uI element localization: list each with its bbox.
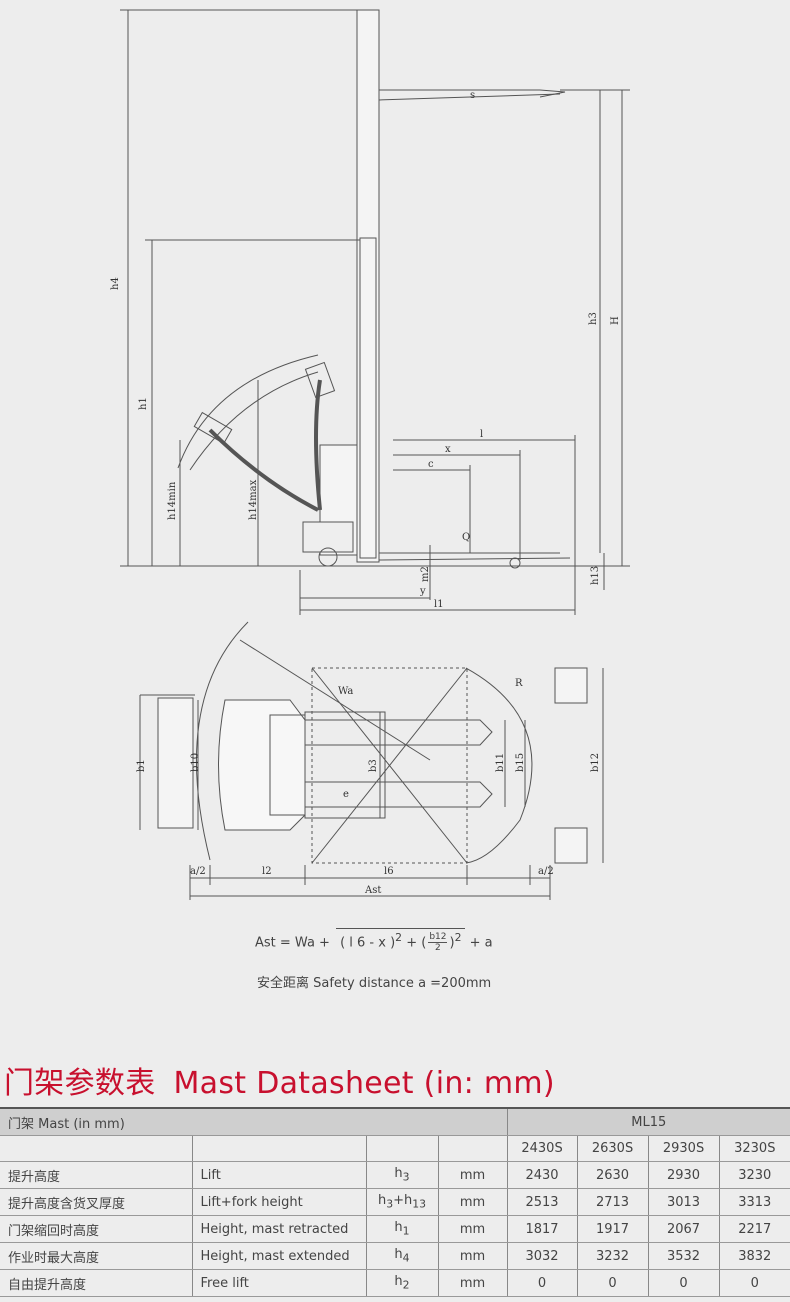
dim-l: l xyxy=(480,429,483,440)
model-col-3: 2930S xyxy=(648,1135,720,1162)
dim-h1: h1 xyxy=(138,397,149,410)
title-cn: 门架参数表 xyxy=(4,1066,156,1101)
row-unit: mm xyxy=(438,1161,508,1189)
model-col-1: 2430S xyxy=(507,1135,578,1162)
row-value: 0 xyxy=(719,1269,790,1297)
row-symbol: h1 xyxy=(366,1215,439,1243)
row-en: Height, mast retracted xyxy=(192,1215,367,1243)
row-value: 3232 xyxy=(577,1242,649,1270)
dim-h14min: h14min xyxy=(167,481,178,520)
header-model: ML15 xyxy=(507,1107,790,1136)
row-value: 3013 xyxy=(648,1188,720,1216)
dim-h3: h3 xyxy=(588,312,599,325)
dim-b11: b11 xyxy=(495,753,506,772)
technical-drawing: h4 h1 h14min h14max h3 H l x c Q s m2 y … xyxy=(110,9,630,900)
row-value: 3032 xyxy=(507,1242,578,1270)
dim-l1: l1 xyxy=(434,599,444,610)
dim-b15: b15 xyxy=(515,753,526,772)
dim-c: c xyxy=(428,459,434,470)
dim-b12: b12 xyxy=(590,753,601,772)
model-col-2: 2630S xyxy=(577,1135,649,1162)
dim-Q: Q xyxy=(462,532,470,543)
row-unit: mm xyxy=(438,1215,508,1243)
row-cn: 门架缩回时高度 xyxy=(0,1215,193,1243)
formula-square-1: 2 xyxy=(395,931,403,944)
row-value: 2067 xyxy=(648,1215,720,1243)
dim-y: y xyxy=(419,586,426,597)
title-en: Mast Datasheet (in: mm) xyxy=(173,1066,555,1101)
row-cn: 作业时最大高度 xyxy=(0,1242,193,1270)
row-unit: mm xyxy=(438,1188,508,1216)
table-subheader-row: 2430S 2630S 2930S 3230S xyxy=(0,1135,790,1162)
row-symbol: h2 xyxy=(366,1269,439,1297)
row-value: 2713 xyxy=(577,1188,649,1216)
model-col-4: 3230S xyxy=(719,1135,790,1162)
dim-h14max: h14max xyxy=(248,479,259,520)
dim-h13: h13 xyxy=(590,566,601,585)
table-row: 提升高度 Lift h3 mm 2430 2630 2930 3230 xyxy=(0,1161,790,1189)
dim-x: x xyxy=(445,444,451,455)
dim-Ast: Ast xyxy=(364,885,381,896)
row-symbol: h3+h13 xyxy=(366,1188,439,1216)
dim-l6: l6 xyxy=(384,866,394,877)
dim-H: H xyxy=(610,316,621,325)
row-cn: 自由提升高度 xyxy=(0,1269,193,1297)
dim-b1: b1 xyxy=(136,759,147,772)
row-value: 0 xyxy=(577,1269,649,1297)
row-value: 3313 xyxy=(719,1188,790,1216)
row-value: 2513 xyxy=(507,1188,578,1216)
formula-plus: + xyxy=(406,935,418,951)
table-row: 提升高度含货叉厚度 Lift+fork height h3+h13 mm 251… xyxy=(0,1188,790,1216)
row-symbol: h3 xyxy=(366,1161,439,1189)
row-value: 2630 xyxy=(577,1161,649,1189)
row-en: Lift xyxy=(192,1161,367,1189)
row-cn: 提升高度 xyxy=(0,1161,193,1189)
row-en: Height, mast extended xyxy=(192,1242,367,1270)
row-value: 2930 xyxy=(648,1161,720,1189)
dim-Wa: Wa xyxy=(338,686,353,697)
row-value: 0 xyxy=(507,1269,578,1297)
dim-l2: l2 xyxy=(262,866,272,877)
dim-R: R xyxy=(515,678,523,689)
header-mast-label: 门架 Mast (in mm) xyxy=(0,1107,508,1136)
table-row: 自由提升高度 Free lift h2 mm 0 0 0 0 xyxy=(0,1269,790,1297)
page-title: 门架参数表 Mast Datasheet (in: mm) xyxy=(4,1058,555,1102)
formula-rhs: + a xyxy=(469,935,493,951)
row-value: 3532 xyxy=(648,1242,720,1270)
dim-s: s xyxy=(470,90,475,101)
row-unit: mm xyxy=(438,1269,508,1297)
table-header-row: 门架 Mast (in mm) ML15 xyxy=(0,1107,790,1136)
row-value: 1817 xyxy=(507,1215,578,1243)
formula-square-2: 2 xyxy=(454,931,462,944)
safety-distance-note: 安全距离 Safety distance a =200mm xyxy=(257,976,492,991)
dim-b3: b3 xyxy=(368,759,379,772)
dim-m2: m2 xyxy=(420,566,431,582)
row-unit: mm xyxy=(438,1242,508,1270)
row-value: 3832 xyxy=(719,1242,790,1270)
row-symbol: h4 xyxy=(366,1242,439,1270)
row-value: 2217 xyxy=(719,1215,790,1243)
row-value: 3230 xyxy=(719,1161,790,1189)
row-cn: 提升高度含货叉厚度 xyxy=(0,1188,193,1216)
dim-a2-left: a/2 xyxy=(190,866,206,877)
table-row: 作业时最大高度 Height, mast extended h4 mm 3032… xyxy=(0,1242,790,1270)
row-value: 0 xyxy=(648,1269,720,1297)
row-value: 2430 xyxy=(507,1161,578,1189)
row-value: 1917 xyxy=(577,1215,649,1243)
formula-radicand-a: ( l 6 - x ) xyxy=(340,935,396,951)
row-en: Free lift xyxy=(192,1269,367,1297)
table-row: 门架缩回时高度 Height, mast retracted h1 mm 181… xyxy=(0,1215,790,1243)
dim-h4: h4 xyxy=(110,277,121,290)
mast-datasheet-table: 门架 Mast (in mm) ML15 2430S 2630S 2930S 3… xyxy=(0,1107,790,1297)
formula-lhs: Ast = Wa + xyxy=(255,935,330,951)
dim-e: e xyxy=(343,789,349,800)
formula-frac-den: 2 xyxy=(435,943,441,954)
dim-a2-right: a/2 xyxy=(538,866,554,877)
formula-frac-num: b12 xyxy=(428,932,448,944)
row-en: Lift+fork height xyxy=(192,1188,367,1216)
dim-b10: b10 xyxy=(190,753,201,772)
